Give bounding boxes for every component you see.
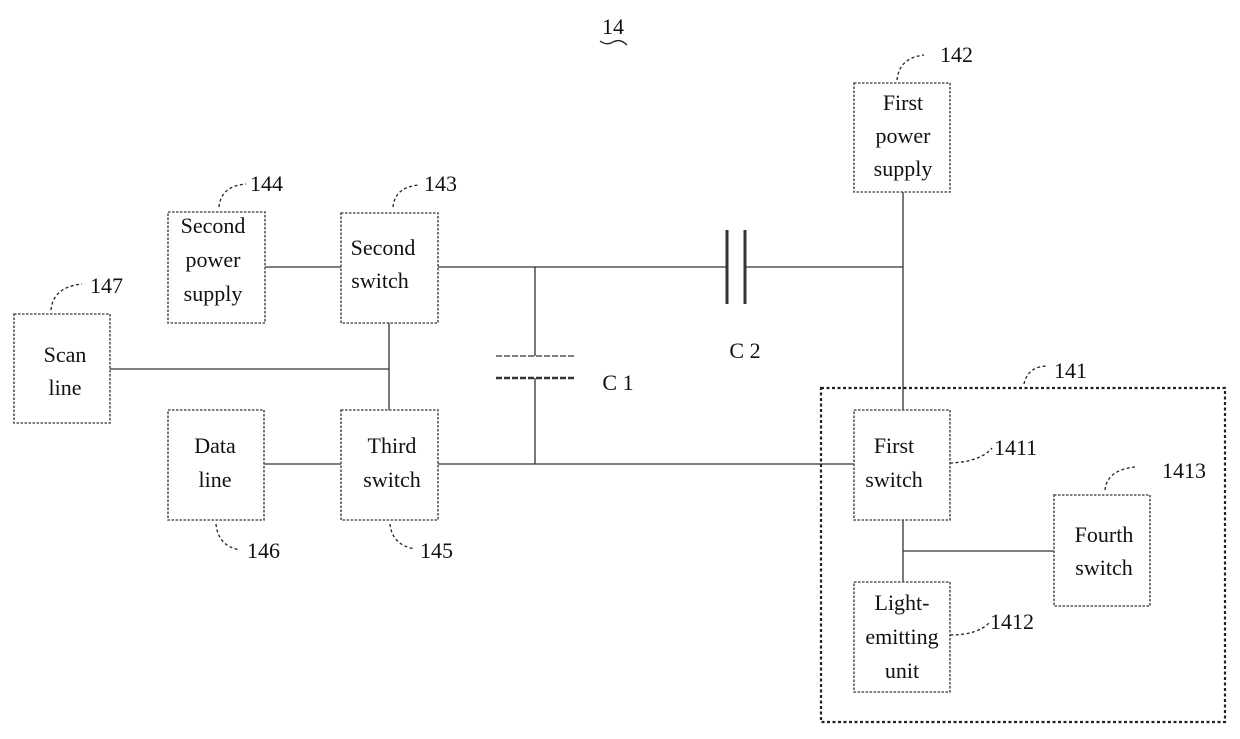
scan-line-box bbox=[14, 314, 110, 423]
figure-ref-tilde bbox=[600, 41, 627, 45]
second-power-supply-leader bbox=[219, 184, 246, 207]
scan-line-label-line2: line bbox=[49, 375, 82, 400]
second-switch-label-line1: Second bbox=[351, 235, 416, 260]
second-power-supply-block: Second power supply 144 bbox=[168, 171, 283, 323]
scan-line-block: Scan line 147 bbox=[14, 273, 123, 423]
scan-line-leader bbox=[51, 284, 82, 310]
scan-line-ref: 147 bbox=[90, 273, 123, 298]
light-emitting-unit-ref: 1412 bbox=[990, 609, 1034, 634]
light-emitting-unit-label-line3: unit bbox=[885, 658, 919, 683]
second-switch-label-line2: switch bbox=[351, 268, 408, 293]
first-power-supply-label-line1: First bbox=[883, 90, 923, 115]
second-switch-block: Second switch 143 bbox=[341, 171, 457, 323]
fourth-switch-label-line1: Fourth bbox=[1075, 522, 1134, 547]
fourth-switch-box bbox=[1054, 495, 1150, 606]
data-line-box bbox=[168, 410, 264, 520]
second-switch-leader bbox=[393, 185, 419, 207]
first-switch-label-line1: First bbox=[874, 433, 914, 458]
second-switch-ref: 143 bbox=[424, 171, 457, 196]
third-switch-box bbox=[341, 410, 438, 520]
first-power-supply-ref: 142 bbox=[940, 42, 973, 67]
first-power-supply-label-line3: supply bbox=[874, 156, 933, 181]
c2-label: C 2 bbox=[729, 338, 760, 363]
third-switch-leader bbox=[390, 524, 415, 549]
data-line-leader bbox=[216, 524, 240, 550]
figure-reference: 14 bbox=[600, 14, 627, 45]
first-switch-ref: 1411 bbox=[994, 435, 1037, 460]
second-power-supply-label-line3: supply bbox=[184, 281, 243, 306]
first-switch-block: First switch 1411 bbox=[854, 410, 1037, 520]
second-power-supply-label-line2: power bbox=[186, 247, 242, 272]
first-switch-box bbox=[854, 410, 950, 520]
group-141-leader bbox=[1024, 366, 1048, 384]
light-emitting-unit-label-line2: emitting bbox=[865, 624, 938, 649]
c1-label: C 1 bbox=[602, 370, 633, 395]
data-line-ref: 146 bbox=[247, 538, 280, 563]
first-power-supply-leader bbox=[897, 55, 924, 80]
third-switch-block: Third switch 145 bbox=[341, 410, 453, 563]
third-switch-label-line2: switch bbox=[363, 467, 420, 492]
group-141-ref: 141 bbox=[1054, 358, 1087, 383]
first-power-supply-block: First power supply 142 bbox=[854, 42, 973, 192]
data-line-label-line1: Data bbox=[194, 433, 236, 458]
light-emitting-unit-block: Light- emitting unit 1412 bbox=[854, 582, 1034, 692]
third-switch-ref: 145 bbox=[420, 538, 453, 563]
fourth-switch-leader bbox=[1105, 467, 1135, 490]
fourth-switch-ref: 1413 bbox=[1162, 458, 1206, 483]
fourth-switch-label-line2: switch bbox=[1075, 555, 1132, 580]
fourth-switch-block: Fourth switch 1413 bbox=[1054, 458, 1206, 606]
third-switch-label-line1: Third bbox=[368, 433, 417, 458]
capacitor-c2: C 2 bbox=[727, 230, 761, 363]
capacitor-c1: C 1 bbox=[496, 356, 634, 395]
second-power-supply-ref: 144 bbox=[250, 171, 283, 196]
scan-line-label-line1: Scan bbox=[44, 342, 87, 367]
light-emitting-unit-leader bbox=[950, 622, 990, 635]
first-switch-label-line2: switch bbox=[865, 467, 922, 492]
data-line-label-line2: line bbox=[199, 467, 232, 492]
second-power-supply-label-line1: Second bbox=[181, 213, 246, 238]
data-line-block: Data line 146 bbox=[168, 410, 280, 563]
first-switch-leader bbox=[950, 448, 992, 463]
light-emitting-unit-label-line1: Light- bbox=[875, 590, 930, 615]
figure-ref-label: 14 bbox=[602, 14, 624, 39]
first-power-supply-label-line2: power bbox=[876, 123, 932, 148]
